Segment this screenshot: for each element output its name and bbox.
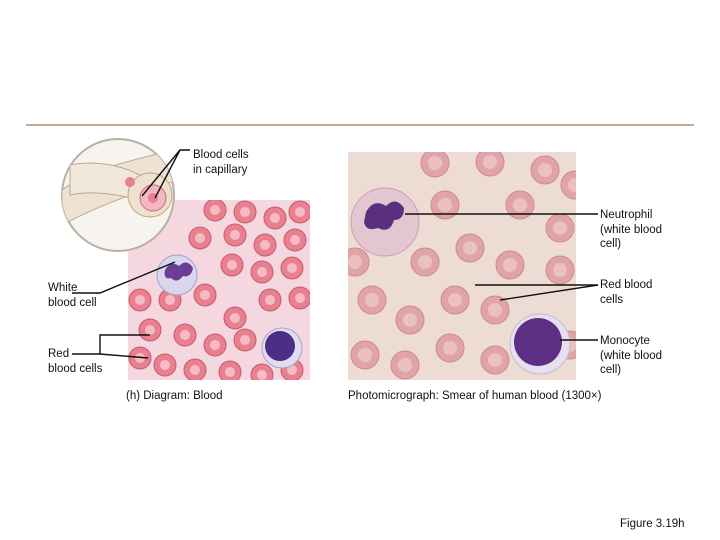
label-blood-cells-in-capillary: Blood cells in capillary	[193, 148, 249, 177]
caption-diagram: (h) Diagram: Blood	[126, 389, 223, 403]
blood-photomicrograph	[341, 148, 589, 380]
figure-number: Figure 3.19h	[620, 517, 685, 531]
label-red-blood-cells-left: Red blood cells	[48, 347, 102, 376]
label-white-blood-cell: White blood cell	[48, 281, 97, 310]
label-monocyte: Monocyte (white blood cell)	[600, 334, 662, 378]
caption-photomicrograph: Photomicrograph: Smear of human blood (1…	[348, 389, 601, 403]
label-neutrophil: Neutrophil (white blood cell)	[600, 208, 662, 252]
label-red-blood-cells-right: Red blood cells	[600, 278, 652, 307]
